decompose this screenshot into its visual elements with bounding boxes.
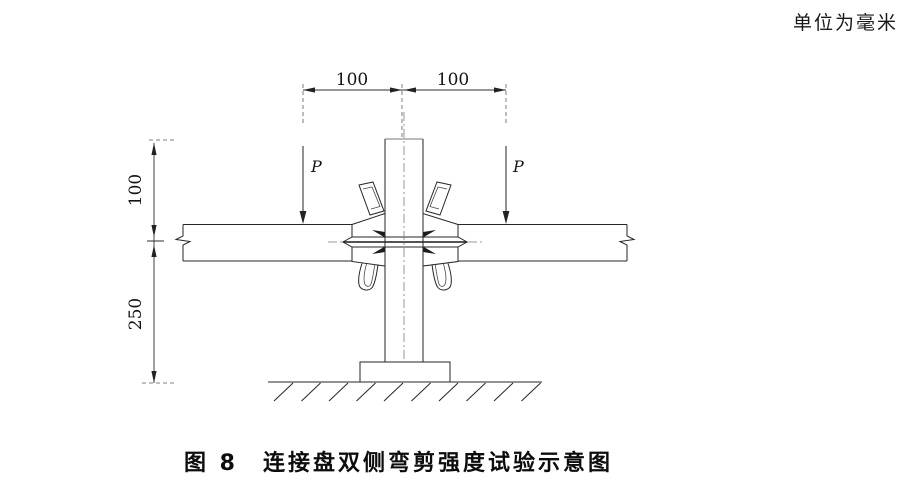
- wedge-pin-right-inner: [429, 186, 448, 210]
- dim-label-left-upper: 100: [126, 174, 146, 206]
- load-label-right: P: [512, 157, 524, 176]
- wedge-tip-right-bottom: [423, 246, 436, 254]
- top-dimension: 100 100: [302, 70, 507, 137]
- load-arrow-left: P: [299, 146, 322, 224]
- ground-hatching: [268, 381, 542, 402]
- left-dimension: 100 250: [126, 139, 176, 384]
- dim-label-top-right: 100: [437, 70, 469, 90]
- dim-label-left-lower: 250: [126, 298, 146, 330]
- load-label-left: P: [310, 157, 322, 176]
- wedge-tip-left-top: [372, 230, 385, 238]
- joint-clamp-left: [351, 181, 386, 267]
- standard-column: [384, 112, 424, 370]
- beam-break-right: [618, 224, 636, 261]
- beam-break-left: [174, 224, 192, 261]
- figure-caption: 图 8 连接盘双侧弯剪强度试验示意图: [184, 451, 613, 476]
- connecting-plate: [328, 230, 482, 254]
- load-arrow-right: P: [502, 146, 524, 224]
- wedge-tip-left-bottom: [372, 246, 385, 254]
- wedge-pin-left-inner: [362, 186, 381, 210]
- hook-left: [358, 263, 379, 291]
- ledger-beam: [174, 224, 636, 262]
- hook-right: [431, 263, 452, 291]
- base-plate: [359, 361, 451, 383]
- dim-label-top-left: 100: [336, 70, 368, 90]
- joint-clamp-right: [422, 181, 459, 267]
- wedge-tip-right-top: [423, 230, 436, 238]
- unit-note: 单位为毫米: [792, 12, 898, 34]
